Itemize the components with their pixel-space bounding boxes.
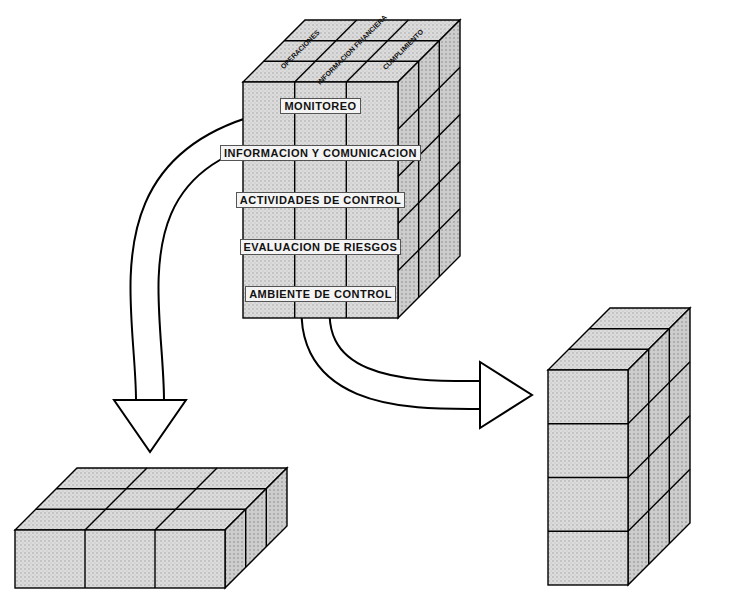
component-name: ACTIVIDADES DE CONTROL [236,192,405,208]
column-slab [548,308,690,585]
component-band: AMBIENTE DE CONTROL [243,271,398,318]
component-band: INFORMACION Y COMUNICACION [243,129,398,176]
component-name: EVALUACION DE RIESGOS [240,239,402,255]
arrow-head [114,400,186,452]
component-band: MONITOREO [243,82,398,129]
component-name: AMBIENTE DE CONTROL [245,286,396,302]
cube-right-face [398,20,460,318]
arrow-head [480,362,532,428]
slab-front-face [15,530,225,588]
component-band: ACTIVIDADES DE CONTROL [243,176,398,223]
component-band: EVALUACION DE RIESGOS [243,224,398,271]
slab-right-face [225,468,287,588]
component-name: MONITOREO [280,98,360,114]
coso-cube [243,20,460,318]
slab-grid-lines [36,468,267,588]
slab-grid-lines [548,329,690,565]
component-name: INFORMACION Y COMUNICACION [220,145,421,161]
slab-front-face [548,370,628,585]
cube-grid-lines [264,20,460,318]
row-slab [15,468,287,588]
